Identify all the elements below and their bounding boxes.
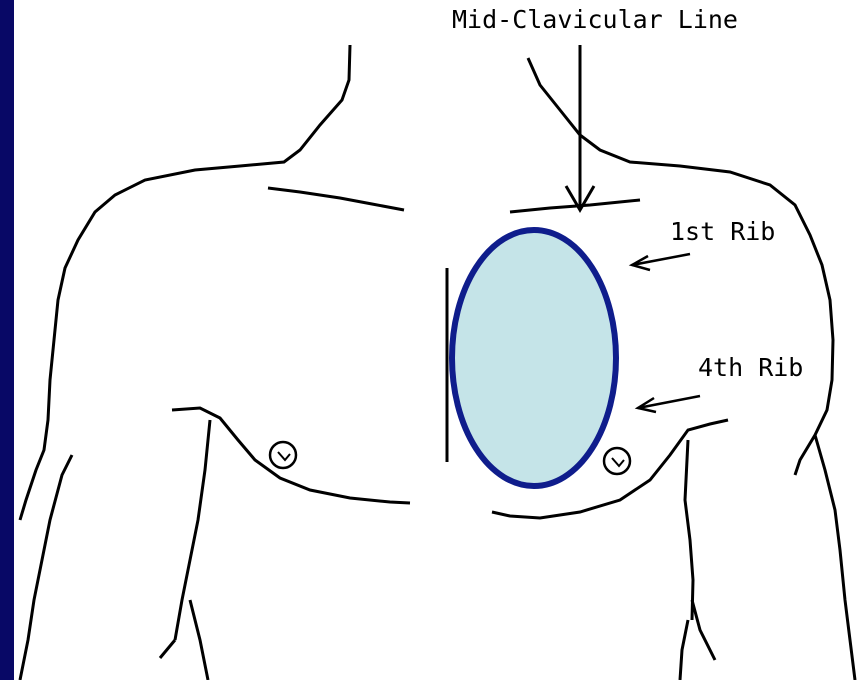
right-nipple [604, 448, 630, 474]
cardiac-area-ellipse [452, 230, 616, 486]
left-torso-side-lower [190, 600, 208, 680]
right-arm-outer [815, 435, 855, 680]
left-arm-inner [20, 455, 72, 680]
right-nipple-mark [612, 458, 624, 466]
left-nipple-mark [278, 452, 290, 460]
left-arm-lower [160, 640, 175, 658]
neck-left-outline [20, 45, 350, 520]
left-clavicle [268, 188, 404, 210]
mid-clavicular-line-label: Mid-Clavicular Line [452, 5, 738, 34]
left-nipple [270, 442, 296, 468]
right-torso-side [685, 440, 693, 620]
fourth-rib-label: 4th Rib [698, 353, 803, 382]
right-arm-lower [680, 620, 688, 680]
right-torso-side-lower [692, 600, 715, 660]
first-rib-label: 1st Rib [670, 217, 775, 246]
